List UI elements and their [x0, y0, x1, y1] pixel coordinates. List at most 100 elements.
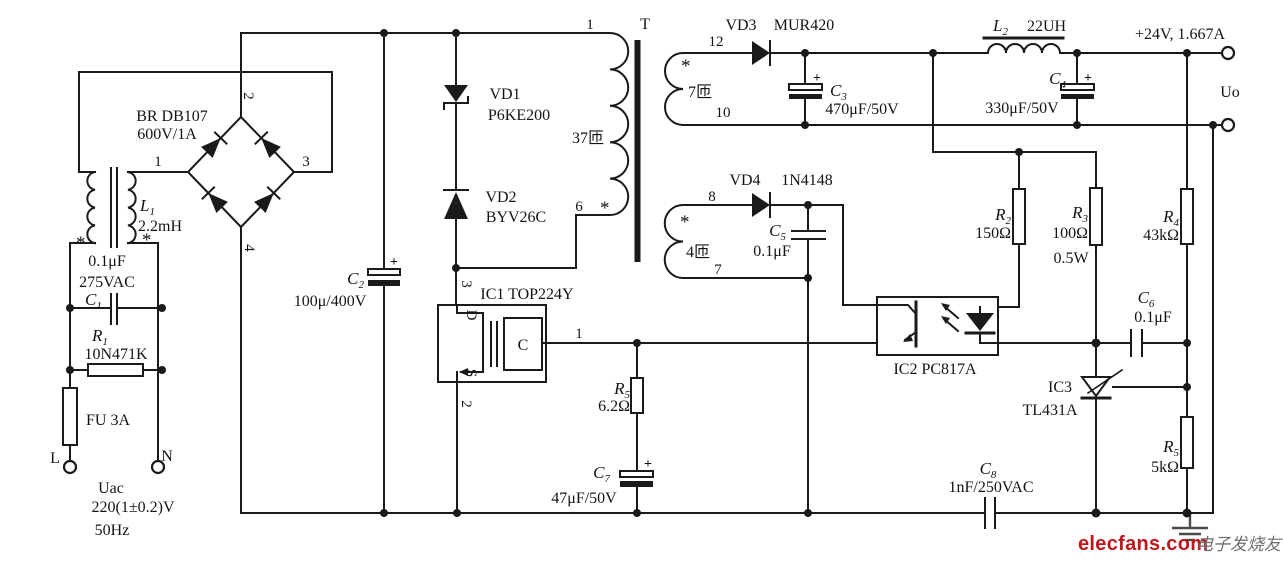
c6-ref: C6: [1138, 288, 1155, 310]
r5-6r2-value: 6.2Ω: [598, 398, 630, 415]
vd1-part: P6KE200: [488, 107, 550, 124]
output-rating: +24V, 1.667A: [1135, 26, 1226, 43]
bridge-name: BR DB107: [136, 108, 208, 125]
c4-value: 330μF/50V: [985, 100, 1059, 117]
uac-label: Uac: [98, 480, 124, 497]
ic1-control-label: C: [518, 337, 529, 354]
c6-value: 0.1μF: [1134, 309, 1172, 326]
pin12-label: 12: [709, 34, 724, 50]
primary-turns: 37匝: [572, 130, 604, 147]
c3-plus: +: [813, 71, 821, 86]
c8-ref: C8: [980, 459, 997, 481]
c4-plus: +: [1084, 71, 1092, 86]
c7-plate-pos: [619, 470, 654, 478]
r3-value: 100Ω: [1052, 225, 1088, 242]
n-terminal-label: N: [161, 448, 173, 465]
primary-dot-mark: *: [600, 198, 610, 219]
sec7-turns: 7匝: [688, 84, 712, 101]
c2-value: 100μ/400V: [294, 293, 367, 310]
pin10-label: 10: [716, 105, 731, 121]
light-arrow-head: [941, 316, 950, 324]
clamp-network: VD1 P6KE200 VD2 BYV26C: [443, 32, 550, 306]
ic2-led-triangle: [966, 313, 994, 331]
vd1-name: VD1: [489, 86, 520, 103]
control-rc: R5 6.2Ω + C7 47μF/50V: [551, 342, 654, 514]
sec4-dot-mark: *: [680, 212, 690, 233]
r5-5k-ref: R5: [1162, 437, 1179, 459]
c8-value: 1nF/250VAC: [948, 479, 1033, 496]
r5-5k-value: 5kΩ: [1151, 459, 1179, 476]
primary-winding: [608, 31, 630, 217]
watermark-brand: elecfans.com: [1078, 533, 1208, 555]
r3-ref: R3: [1071, 203, 1088, 225]
c1-value: 0.1μF: [88, 253, 126, 270]
transformer-core: [634, 40, 641, 262]
l2-coil: [986, 43, 1062, 55]
c5-ref: C5: [769, 221, 786, 243]
ic1-source-arrow: [459, 368, 468, 376]
vd3-name: VD3: [725, 17, 756, 34]
ic3-part: TL431A: [1022, 402, 1078, 419]
bridge-pin4: 4: [241, 244, 257, 252]
vd4-triangle: [752, 193, 770, 217]
pin1-label: 1: [586, 17, 594, 33]
neutral-terminal: [150, 459, 166, 475]
watermark-chinese: 电子发烧友: [1196, 535, 1283, 554]
ic1-drain-label: D: [463, 310, 479, 321]
ic2-name: IC2 PC817A: [893, 361, 977, 378]
c4-ref: C4: [1049, 69, 1066, 91]
output-stage: VD3 MUR420 + C3 470μF/50V L2 22UH + C4 3…: [682, 16, 1240, 133]
l1-value: 2.2mH: [138, 218, 182, 235]
mains-frequency: 50Hz: [95, 522, 130, 539]
sec7-dot-mark: *: [681, 56, 691, 77]
bridge-pin2: 2: [240, 92, 256, 100]
secondary-winding-7t: [664, 51, 685, 127]
l1-winding-left: [86, 170, 97, 245]
c3-plate-neg: [789, 94, 822, 99]
mains-input: 0.1μF 275VAC C1 R1 10N471K FU 3A L N Uac…: [50, 253, 175, 539]
ic1-pin1-label: 1: [575, 326, 583, 342]
vd2-triangle: [444, 192, 468, 219]
r1-varistor-body: [87, 363, 144, 377]
vd2-part: BYV26C: [486, 209, 546, 226]
transformer-name: T: [640, 16, 650, 33]
ic2-pc817a: IC2 PC817A: [876, 296, 1097, 378]
r5-5k-body: [1180, 416, 1194, 469]
r3-power: 0.5W: [1053, 250, 1089, 267]
c3-plate-pos: [788, 83, 823, 91]
c2-ref: C2: [347, 269, 364, 291]
r5-6r2-ref: R5: [613, 379, 630, 401]
sec4-turns: 4匝: [686, 244, 710, 261]
c7-value: 47μF/50V: [551, 490, 617, 507]
l-terminal-label: L: [50, 450, 60, 467]
l1-dot-mark: *: [142, 230, 152, 251]
c5-value: 0.1μF: [753, 243, 791, 260]
r3-body: [1089, 187, 1103, 246]
r4-ref: R4: [1162, 207, 1179, 229]
r1-value: 10N471K: [84, 346, 148, 363]
c2-plate-pos: [367, 268, 401, 276]
c1-rating: 275VAC: [79, 274, 135, 291]
c7-plate-neg: [620, 481, 653, 487]
c2-plus: +: [390, 255, 398, 270]
ic2-emitter-arrow: [903, 334, 913, 342]
fuse-label: FU 3A: [86, 412, 130, 429]
vd3-triangle: [752, 41, 770, 65]
output-pos-terminal: [1220, 45, 1236, 61]
r2-value: 150Ω: [975, 225, 1011, 242]
pin8-label: 8: [708, 189, 716, 205]
reference-network: C6 0.1μF IC3 TL431A R5 5kΩ: [1022, 288, 1194, 514]
feedback-resistors: R2 150Ω R3 100Ω 0.5W R4 43kΩ: [932, 52, 1194, 418]
ic3-name: IC3: [1048, 379, 1072, 396]
r5-6r2-body: [630, 377, 644, 414]
mains-voltage: 220(1±0.2)V: [92, 499, 175, 516]
primary-rails: [240, 32, 1214, 514]
fuse-body: [62, 387, 78, 446]
l1-ref: L1: [139, 196, 155, 218]
ic1-pin3-label: 3: [458, 280, 474, 288]
bridge-rectifier: BR DB107 600V/1A 1 2 3 4: [136, 92, 310, 252]
light-arrow-head: [941, 303, 950, 311]
r2-ref: R2: [994, 205, 1011, 227]
l2-value: 22UH: [1027, 18, 1067, 35]
r4-body: [1180, 188, 1194, 245]
